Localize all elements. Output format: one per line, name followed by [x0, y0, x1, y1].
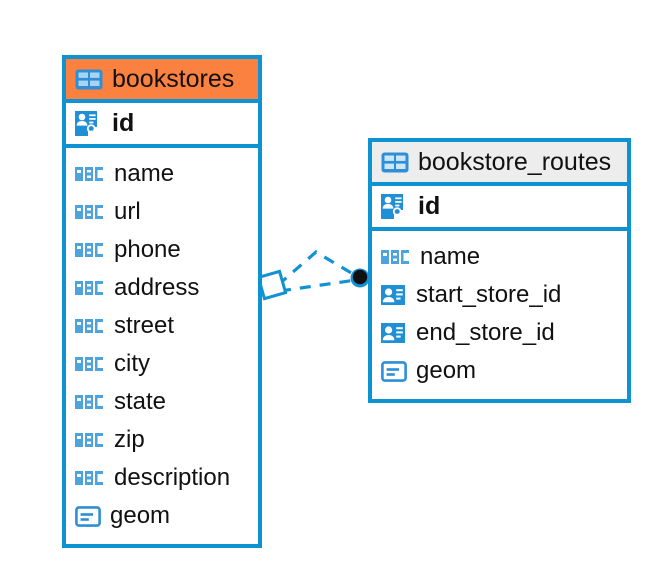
geometry-icon: [75, 505, 101, 527]
text-abc-icon: [75, 395, 103, 409]
relationship-target-circle-icon: [350, 268, 370, 288]
entity-field-label: description: [114, 463, 231, 491]
entity-field-list-bookstore-routes: name start_store_id: [372, 231, 627, 399]
entity-field-state[interactable]: state: [75, 383, 248, 421]
entity-field-address[interactable]: address: [75, 269, 248, 307]
entity-field-label: name: [420, 242, 481, 270]
entity-bookstores[interactable]: bookstores id: [62, 55, 262, 548]
table-icon: [75, 69, 103, 90]
entity-field-list-bookstores: name url: [66, 148, 258, 544]
entity-field-primary-key[interactable]: id: [372, 186, 627, 231]
relationship-line-lower: [279, 278, 357, 293]
entity-field-label: phone: [114, 235, 181, 263]
entity-field-label: name: [114, 159, 175, 187]
entity-field-zip[interactable]: zip: [75, 421, 248, 459]
text-abc-icon: [75, 243, 103, 257]
entity-field-label: city: [114, 349, 150, 377]
entity-title: bookstores: [112, 65, 235, 93]
geometry-icon: [381, 360, 407, 382]
entity-field-label: geom: [110, 501, 171, 529]
text-abc-icon: [75, 281, 103, 295]
entity-title: bookstore_routes: [418, 148, 612, 176]
table-icon: [381, 152, 409, 173]
entity-field-geom[interactable]: geom: [381, 352, 617, 390]
text-abc-icon: [75, 357, 103, 371]
entity-field-label: geom: [416, 356, 477, 384]
entity-field-label: id: [418, 192, 441, 220]
entity-field-street[interactable]: street: [75, 307, 248, 345]
entity-field-label: url: [114, 197, 141, 225]
relationship-source-diamond-icon: [256, 269, 288, 301]
text-abc-icon: [75, 433, 103, 447]
primary-key-icon: [381, 193, 409, 219]
entity-field-label: start_store_id: [416, 280, 562, 308]
entity-field-label: state: [114, 387, 167, 415]
entity-field-label: id: [112, 109, 135, 137]
entity-field-end-store-id[interactable]: end_store_id: [381, 314, 617, 352]
entity-field-geom[interactable]: geom: [75, 497, 248, 535]
primary-key-icon: [75, 110, 103, 136]
entity-field-name[interactable]: name: [75, 155, 248, 193]
text-abc-icon: [75, 471, 103, 485]
entity-header-bookstore-routes[interactable]: bookstore_routes: [372, 142, 627, 186]
text-abc-icon: [381, 250, 409, 264]
foreign-key-icon: [381, 285, 407, 305]
entity-field-url[interactable]: url: [75, 193, 248, 231]
entity-field-name[interactable]: name: [381, 238, 617, 276]
foreign-key-icon: [381, 323, 407, 343]
entity-field-label: street: [114, 311, 175, 339]
entity-field-label: zip: [114, 425, 145, 453]
text-abc-icon: [75, 205, 103, 219]
entity-field-start-store-id[interactable]: start_store_id: [381, 276, 617, 314]
entity-field-city[interactable]: city: [75, 345, 248, 383]
text-abc-icon: [75, 319, 103, 333]
entity-header-bookstores[interactable]: bookstores: [66, 59, 258, 103]
entity-field-label: end_store_id: [416, 318, 555, 346]
entity-field-primary-key[interactable]: id: [66, 103, 258, 148]
relationship-line-upper: [276, 250, 359, 287]
text-abc-icon: [75, 167, 103, 181]
entity-field-description[interactable]: description: [75, 459, 248, 497]
entity-field-phone[interactable]: phone: [75, 231, 248, 269]
entity-field-label: address: [114, 273, 200, 301]
entity-bookstore-routes[interactable]: bookstore_routes id: [368, 138, 631, 403]
